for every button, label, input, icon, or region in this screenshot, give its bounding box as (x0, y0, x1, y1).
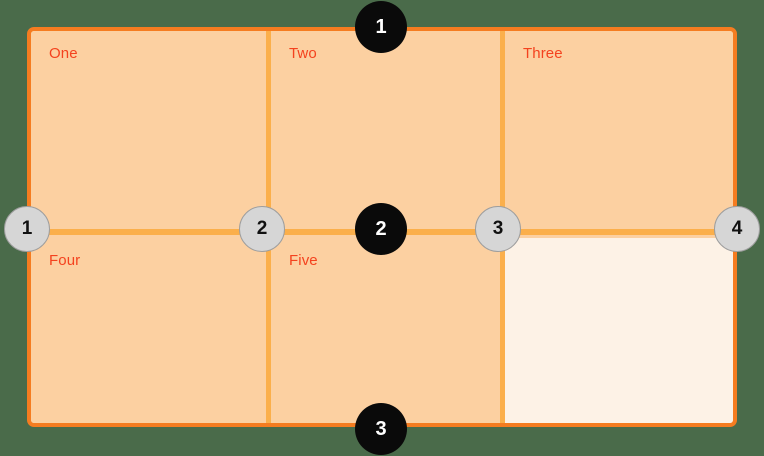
column-marker-2[interactable]: 2 (239, 206, 285, 252)
grid-cell-label: Four (49, 252, 81, 269)
grid-cell-four[interactable]: Four (31, 238, 266, 423)
grid-cell-label: Five (289, 252, 318, 269)
grid-container: One Two Three Four Five (27, 27, 737, 427)
row-marker-1[interactable]: 1 (355, 1, 407, 53)
grid-cell-one[interactable]: One (31, 31, 266, 229)
grid-cell-label: Three (523, 45, 563, 62)
column-marker-1[interactable]: 1 (4, 206, 50, 252)
grid-cell-label: One (49, 45, 78, 62)
row-marker-2[interactable]: 2 (355, 203, 407, 255)
grid-cell-empty[interactable] (505, 238, 733, 423)
grid-cell-two[interactable]: Two (271, 31, 500, 229)
column-marker-4[interactable]: 4 (714, 206, 760, 252)
grid-cell-label: Two (289, 45, 317, 62)
row-marker-3[interactable]: 3 (355, 403, 407, 455)
grid-cell-five[interactable]: Five (271, 238, 500, 423)
grid-cell-three[interactable]: Three (505, 31, 733, 229)
column-marker-3[interactable]: 3 (475, 206, 521, 252)
